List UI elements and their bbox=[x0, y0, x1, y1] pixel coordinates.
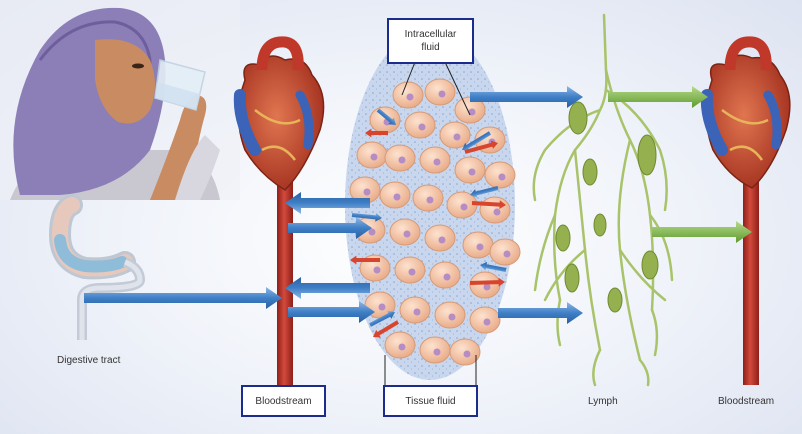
intracellular-pointer-lines bbox=[401, 61, 471, 116]
cell-nucleus bbox=[468, 168, 476, 176]
digestive-to-blood-arrow bbox=[84, 287, 282, 309]
cell-nucleus bbox=[493, 208, 501, 216]
intracellular-fluid-label: Intracellular fluid bbox=[387, 18, 474, 64]
into-cell-arrow bbox=[376, 108, 396, 125]
digestive-tract-label: Digestive tract bbox=[57, 355, 121, 366]
out-of-cell-arrow bbox=[350, 255, 380, 265]
cell-nucleus bbox=[483, 283, 491, 291]
cell-nucleus bbox=[393, 193, 401, 201]
lymph-label: Lymph bbox=[588, 396, 618, 407]
cell-nucleus bbox=[438, 236, 446, 244]
lymph-to-blood-arrow-top bbox=[608, 86, 708, 108]
bloodstream-left-label: Bloodstream bbox=[241, 385, 326, 417]
lymph-to-blood-arrow-bottom bbox=[652, 221, 752, 243]
cell-nucleus bbox=[373, 266, 381, 274]
into-cell-arrow bbox=[369, 311, 395, 327]
cell-nucleus bbox=[443, 273, 451, 281]
cell-nucleus bbox=[498, 173, 506, 181]
out-of-cell-arrow bbox=[365, 128, 388, 138]
cell-nucleus bbox=[363, 188, 371, 196]
into-cell-arrow bbox=[351, 212, 382, 222]
bloodstream-right-label: Bloodstream bbox=[718, 396, 775, 407]
tissue-fluid-label: Tissue fluid bbox=[383, 385, 478, 417]
into-cell-arrow bbox=[470, 186, 499, 198]
lymphatic-vessels bbox=[532, 13, 674, 387]
cell-nucleus bbox=[463, 350, 471, 358]
into-cell-arrow bbox=[461, 131, 492, 151]
flow-arrows bbox=[84, 86, 752, 338]
cell-nucleus bbox=[448, 313, 456, 321]
cell-nucleus bbox=[378, 303, 386, 311]
cell-nucleus bbox=[406, 93, 414, 101]
tissue-to-lymph-arrow-top bbox=[470, 86, 583, 108]
cell-nucleus bbox=[398, 156, 406, 164]
tissue-to-blood-arrow-bottom bbox=[285, 277, 370, 299]
right-heart-illustration bbox=[700, 36, 791, 189]
tissue-to-blood-arrow-top bbox=[285, 192, 370, 214]
cell-nucleus bbox=[438, 90, 446, 98]
cell-nucleus bbox=[413, 308, 421, 316]
cell-nucleus bbox=[433, 348, 441, 356]
out-of-cell-arrow bbox=[469, 277, 506, 287]
cell-nucleus bbox=[476, 243, 484, 251]
cell-nucleus bbox=[483, 318, 491, 326]
cell-nucleus bbox=[418, 123, 426, 131]
cell-nucleus bbox=[460, 203, 468, 211]
cell-nucleus bbox=[433, 158, 441, 166]
cell-nucleus bbox=[503, 250, 511, 258]
blood-to-tissue-arrow-bottom bbox=[288, 301, 375, 323]
cell-nucleus bbox=[453, 133, 461, 141]
cell-nucleus bbox=[408, 268, 416, 276]
cell-nucleus bbox=[368, 228, 376, 236]
into-cell-arrow bbox=[480, 261, 507, 272]
left-heart-illustration bbox=[233, 36, 325, 191]
cell-nucleus bbox=[403, 230, 411, 238]
tissue-to-lymph-arrow-bottom bbox=[498, 302, 583, 324]
cell-nucleus bbox=[426, 196, 434, 204]
cell-nucleus bbox=[398, 343, 406, 351]
woman-drinking-illustration bbox=[0, 0, 240, 200]
cell-nucleus bbox=[370, 153, 378, 161]
blood-to-tissue-arrow-top bbox=[288, 217, 372, 239]
out-of-cell-arrow bbox=[464, 140, 499, 154]
out-of-cell-arrow bbox=[372, 320, 400, 338]
lymph-nodes bbox=[555, 101, 659, 313]
out-of-cell-arrow bbox=[471, 200, 507, 210]
digestive-tract-illustration bbox=[48, 194, 146, 340]
right-blood-vessel bbox=[743, 175, 759, 385]
cell-nucleus bbox=[468, 108, 476, 116]
